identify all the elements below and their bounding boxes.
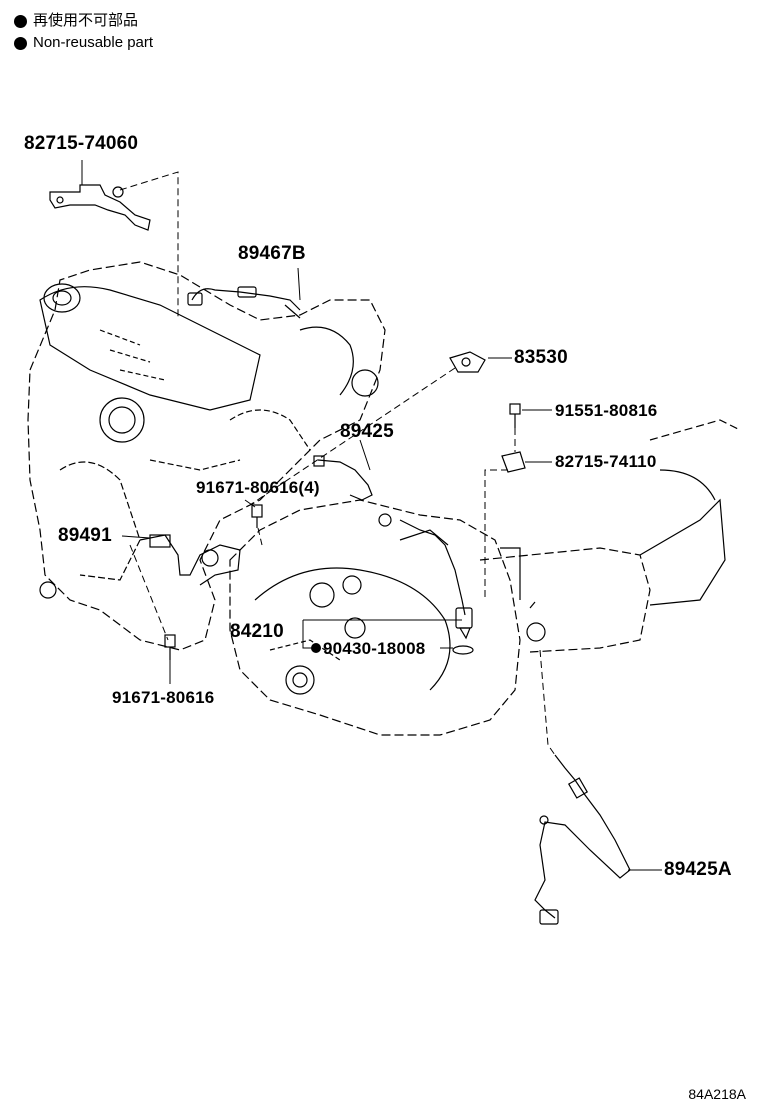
- bolt-91671-80616-lower-drawing: [164, 634, 176, 660]
- sensor-89467b-drawing: [187, 286, 301, 319]
- part-label-82715-74110[interactable]: 82715-74110: [555, 452, 657, 471]
- part-label-91671-80616-4[interactable]: 91671-80616(4): [196, 478, 320, 497]
- part-label-90430-18008[interactable]: 90430-18008: [323, 639, 426, 658]
- legend-row-jp: 再使用不可部品: [14, 10, 153, 32]
- bracket-82715-74110-drawing: [501, 451, 526, 473]
- bolt-91671-80616-upper-drawing: [251, 504, 263, 528]
- gasket-90430-18008-drawing: [452, 645, 474, 655]
- switch-83530-drawing: [449, 351, 486, 373]
- legend-row-en: Non-reusable part: [14, 32, 153, 54]
- part-label-91551-80816[interactable]: 91551-80816: [555, 401, 658, 420]
- bracket-82715-74060-drawing: [49, 160, 151, 231]
- engine-block-drawing: [27, 261, 386, 651]
- sensor-89425a-drawing: [534, 754, 631, 925]
- leader-lines: [121, 267, 662, 871]
- bolt-91551-80816-drawing: [509, 403, 521, 428]
- exhaust-pipe-drawing: [479, 419, 741, 653]
- part-label-89491[interactable]: 89491: [58, 525, 112, 546]
- non-reusable-dot-icon: [14, 36, 27, 50]
- part-label-89467b[interactable]: 89467B: [238, 243, 306, 264]
- part-label-83530[interactable]: 83530: [514, 347, 568, 368]
- legend-jp-text: 再使用不可部品: [33, 12, 139, 29]
- sensor-89425-drawing: [313, 455, 373, 501]
- transaxle-drawing: [229, 499, 521, 736]
- part-label-91671-80616[interactable]: 91671-80616: [112, 688, 215, 707]
- non-reusable-marker-icon: [311, 643, 321, 653]
- sensor-89491-drawing: [139, 534, 241, 586]
- sensor-84210-drawing: [399, 519, 473, 640]
- part-label-84210[interactable]: 84210: [230, 621, 284, 642]
- diagram-code: 84A218A: [688, 1086, 746, 1102]
- non-reusable-dot-icon: [14, 14, 27, 28]
- dashed-reference-lines: [119, 171, 556, 756]
- part-label-89425[interactable]: 89425: [340, 421, 394, 442]
- part-label-89425a[interactable]: 89425A: [664, 859, 732, 880]
- legend: 再使用不可部品 Non-reusable part: [14, 10, 153, 54]
- legend-en-text: Non-reusable part: [33, 34, 154, 51]
- part-label-82715-74060[interactable]: 82715-74060: [24, 133, 139, 154]
